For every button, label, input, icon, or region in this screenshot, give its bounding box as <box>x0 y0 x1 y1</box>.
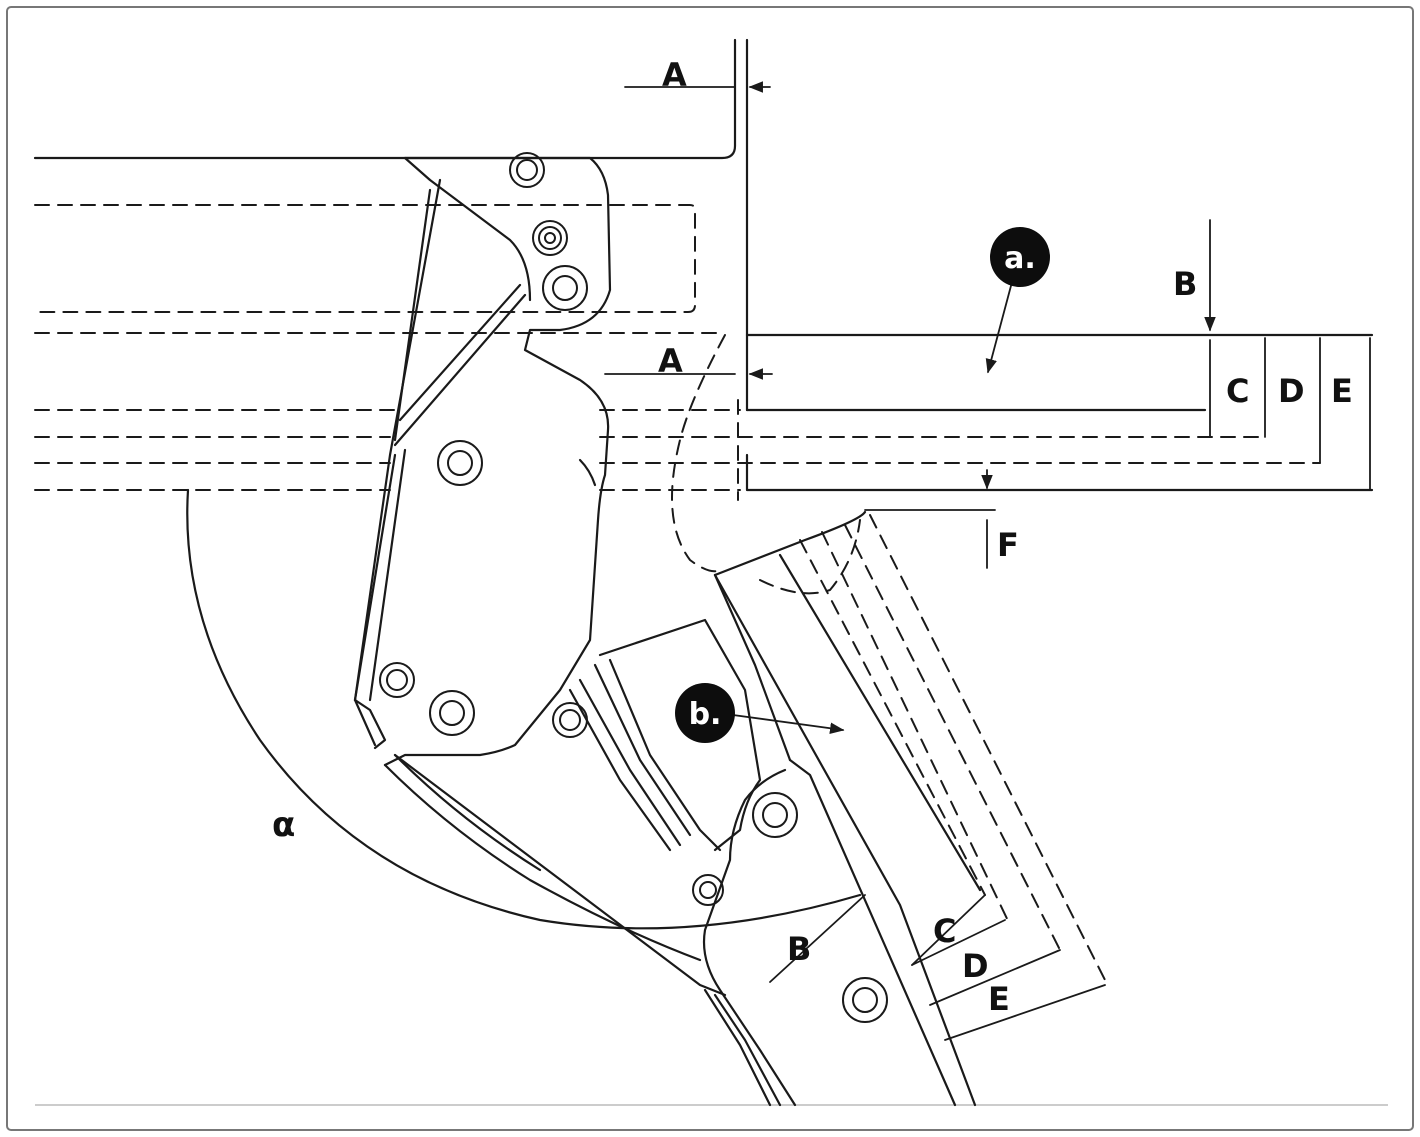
dim-label-c-right: C <box>1226 372 1249 410</box>
dim-label-e-lower: E <box>988 980 1010 1018</box>
dim-label-b-right: B <box>1173 265 1197 303</box>
dim-label-a-top: A <box>662 56 687 94</box>
dim-label-a-middle: A <box>658 342 683 380</box>
hinge-arm-link <box>568 618 762 852</box>
cabinet-side-panel <box>33 38 1374 492</box>
hinge-body <box>353 156 727 997</box>
dim-label-d-right: D <box>1278 372 1305 410</box>
callout-b-label: b. <box>689 697 722 732</box>
dim-label-d-lower: D <box>962 947 989 985</box>
outer-frame <box>6 6 1414 1131</box>
callout-a-arrow <box>985 281 1013 374</box>
dim-label-f: F <box>997 526 1019 564</box>
dashed-door-outlines <box>34 204 1321 981</box>
angle-label-alpha: α <box>272 805 295 845</box>
dim-label-c-lower: C <box>933 912 956 950</box>
dim-label-b-lower: B <box>787 930 811 968</box>
callout-b: b. <box>675 683 735 743</box>
callout-b-arrow <box>732 714 845 734</box>
angle-arc <box>186 488 862 930</box>
dimension-lines <box>604 81 1371 1041</box>
screws <box>379 152 888 1023</box>
callout-a: a. <box>990 227 1050 287</box>
callout-a-label: a. <box>1004 241 1036 276</box>
dim-label-e-right: E <box>1331 372 1353 410</box>
